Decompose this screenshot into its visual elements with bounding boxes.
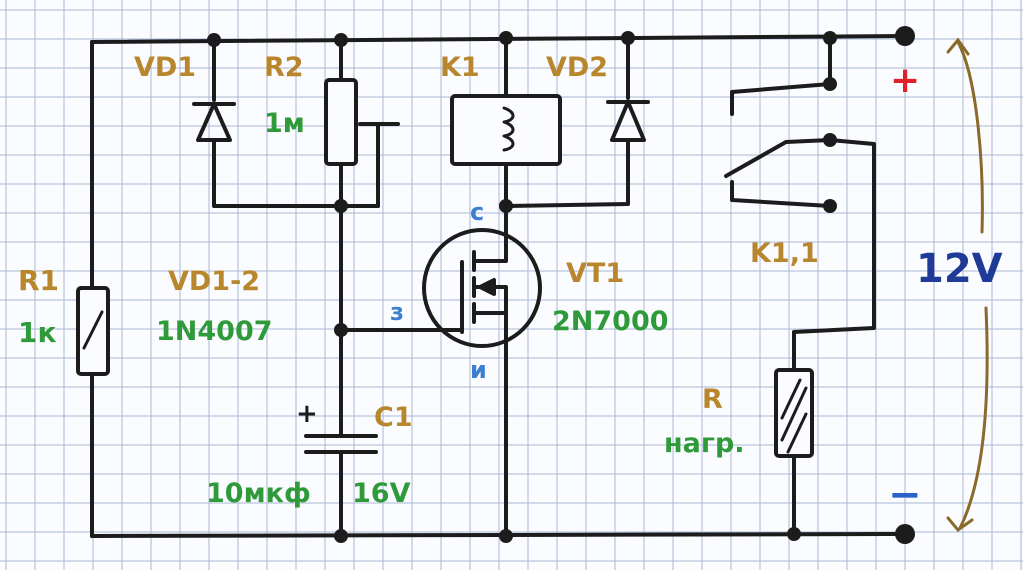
c1-name: C1 [374, 402, 413, 433]
arrow-upper-stem [956, 40, 984, 234]
vd2-diode [606, 100, 650, 142]
junction-dot [334, 199, 348, 213]
r1-name: R1 [18, 264, 59, 297]
r2-value: 1м [264, 108, 305, 139]
rload-name: R [702, 384, 723, 415]
k11-contact-lever [724, 138, 832, 178]
supply-voltage-arrow [946, 37, 989, 533]
supply-terminal [895, 26, 915, 46]
junction-dot [499, 529, 513, 543]
minus-sign: − [888, 472, 922, 518]
top-rail-wire [90, 34, 907, 44]
junction-dot [823, 31, 837, 45]
k11-nc-wire [730, 82, 832, 116]
vd2-name: VD2 [546, 52, 608, 83]
r2-wiper-wire [358, 122, 400, 208]
k11-com-wire [792, 138, 876, 372]
junction-dot [334, 33, 348, 47]
arrow-lower-stem [958, 306, 989, 530]
arrow-lower-head [946, 516, 974, 533]
c1-capacitor [304, 434, 378, 454]
junction-dot [787, 527, 801, 541]
vd1-wire-bottom [212, 140, 380, 208]
vt1-arrow [478, 278, 496, 296]
c1-polarity: + [296, 399, 318, 429]
circuit-wires [90, 34, 907, 538]
k1-name: K1 [440, 52, 480, 83]
r1-hatch [82, 310, 104, 350]
junction-dot [207, 33, 221, 47]
junction-dot [499, 199, 513, 213]
vd1-diode [192, 102, 236, 142]
r2-name: R2 [264, 52, 304, 83]
vd1-name: VD1 [134, 52, 196, 83]
source-pin-label: и [470, 356, 487, 384]
junction-dot [334, 529, 348, 543]
rload-hatch [780, 378, 808, 454]
vt1-name: VT1 [566, 258, 624, 289]
rload-value: нагр. [664, 428, 745, 459]
junction-dot [334, 323, 348, 337]
k11-no-wire [730, 180, 832, 208]
c1-voltage: 16V [352, 478, 411, 509]
c1-capacity: 10мкф [206, 478, 311, 509]
supply-terminal [895, 524, 915, 544]
junction-dot [621, 31, 635, 45]
supply-voltage-label: 12V [916, 246, 1003, 292]
junction-dot [823, 133, 837, 147]
vt1-transistor-body [422, 228, 542, 348]
arrow-upper-head [946, 37, 970, 56]
junction-dot [823, 199, 837, 213]
junction-dots [207, 26, 915, 544]
k11-name: K1,1 [750, 238, 819, 269]
vd2-wire-bottom [504, 140, 630, 208]
k1-coil-winding [502, 106, 515, 152]
gate-pin-label: з [390, 298, 404, 326]
junction-dot [823, 77, 837, 91]
r1-value: 1к [18, 316, 57, 349]
vt1-value: 2N7000 [552, 306, 669, 337]
junction-dot [499, 31, 513, 45]
components [76, 78, 832, 458]
plus-sign: + [890, 60, 920, 101]
r2-potentiometer [324, 78, 358, 166]
vd12-name: VD1-2 [168, 266, 260, 297]
k1-relay-coil [450, 94, 562, 166]
drain-pin-label: с [470, 198, 484, 226]
bottom-rail-wire [90, 532, 907, 538]
vd12-value: 1N4007 [156, 316, 273, 347]
